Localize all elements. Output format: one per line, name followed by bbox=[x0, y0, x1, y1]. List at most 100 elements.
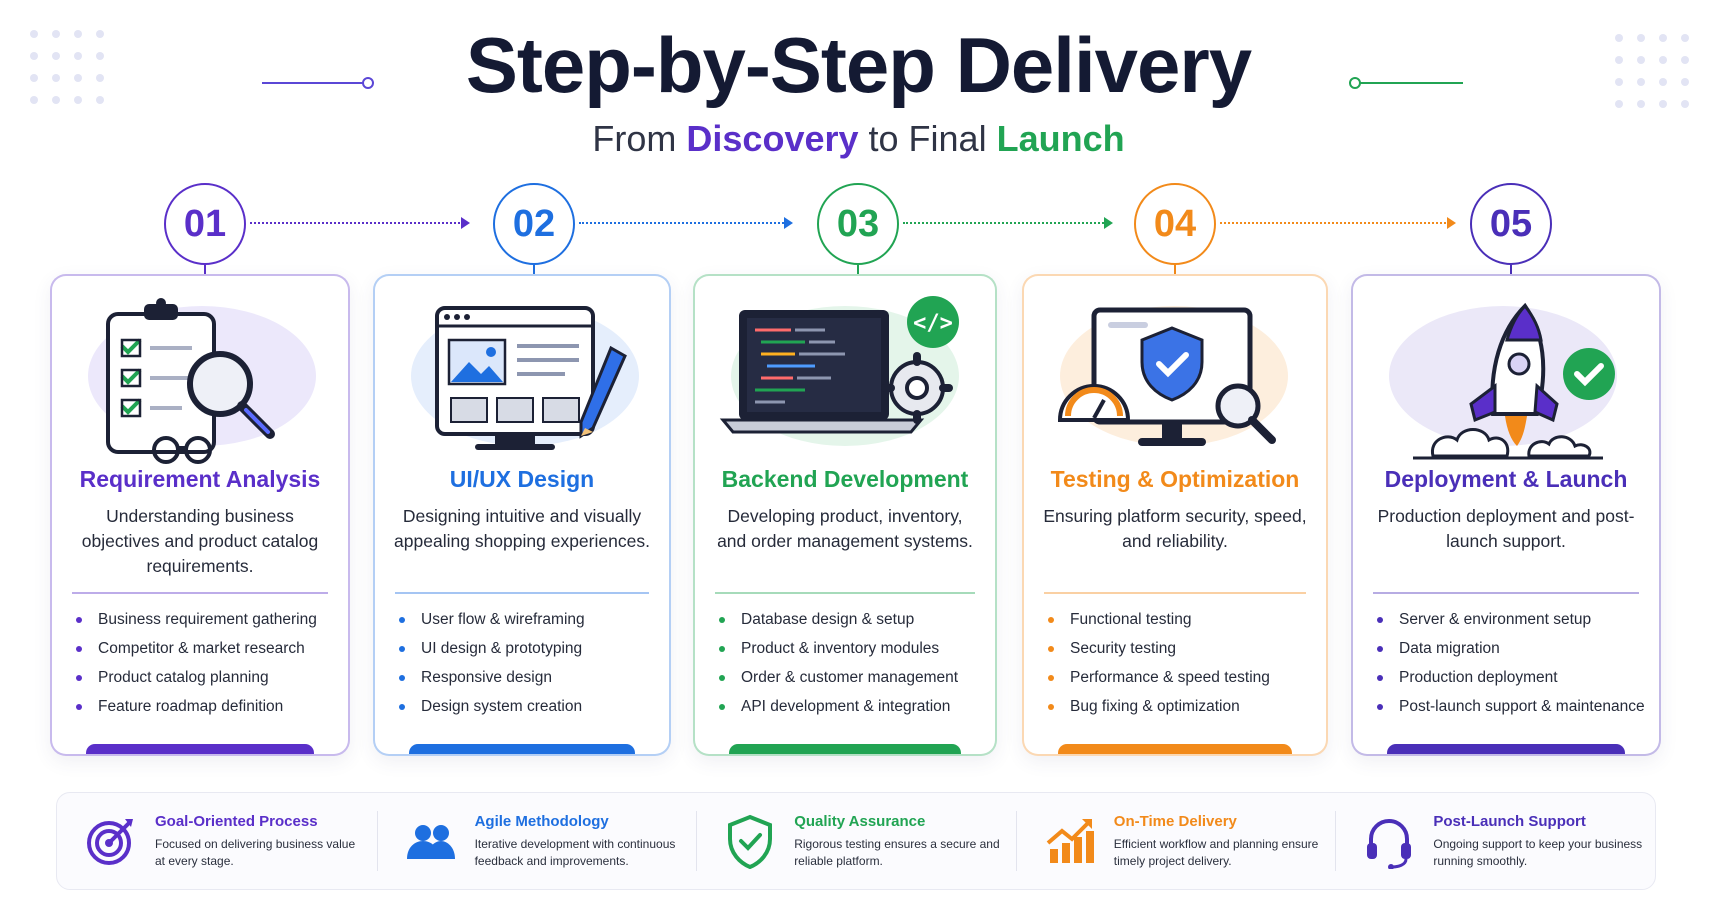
feature-description: Ongoing support to keep your business ru… bbox=[1433, 836, 1643, 868]
decorative-dots-left bbox=[30, 30, 104, 104]
step-card-testing-optimization: Testing & Optimization Ensuring platform… bbox=[1022, 274, 1328, 756]
svg-text:</>: </> bbox=[913, 311, 953, 336]
growth-chart-icon bbox=[1046, 819, 1094, 863]
step-stem bbox=[1174, 265, 1176, 277]
step-card-backend-development: </> Backend Development Developing produ… bbox=[693, 274, 997, 756]
list-item: Business requirement gathering bbox=[76, 610, 338, 630]
step-number-circle: 04 bbox=[1134, 183, 1216, 265]
feature-goal-oriented-process: Goal-Oriented Process Focused on deliver… bbox=[57, 793, 377, 889]
laptop-code-gear-icon: </> bbox=[719, 296, 959, 434]
step-task-list: Business requirement gathering Competito… bbox=[76, 610, 338, 726]
step-description: Understanding business objectives and pr… bbox=[81, 506, 319, 576]
list-item: Database design & setup bbox=[719, 610, 985, 630]
feature-title: Post-Launch Support bbox=[1433, 812, 1586, 830]
feature-agile-methodology: Agile Methodology Iterative development … bbox=[376, 793, 697, 889]
checklist-magnifier-icon bbox=[106, 298, 275, 464]
feature-highlights-strip: Goal-Oriented Process Focused on deliver… bbox=[56, 792, 1656, 890]
monitor-shield-icon bbox=[1057, 307, 1276, 446]
step-card-deployment-launch: Deployment & Launch Production deploymen… bbox=[1351, 274, 1661, 756]
subtitle-highlight-launch: Launch bbox=[996, 118, 1125, 159]
feature-description: Efficient workflow and planning ensure t… bbox=[1113, 836, 1319, 868]
step-number: 05 bbox=[1489, 202, 1533, 245]
list-item: Performance & speed testing bbox=[1048, 668, 1316, 688]
list-item: Production deployment bbox=[1377, 668, 1649, 688]
card-accent-bar bbox=[86, 744, 314, 754]
list-item: Bug fixing & optimization bbox=[1048, 697, 1316, 717]
list-item: Order & customer management bbox=[719, 668, 985, 688]
list-item: UI design & prototyping bbox=[399, 639, 659, 659]
card-accent-bar bbox=[409, 744, 635, 754]
step-number: 03 bbox=[836, 202, 880, 245]
card-divider bbox=[715, 592, 975, 594]
step-task-list: Functional testing Security testing Perf… bbox=[1048, 610, 1316, 726]
feature-title: On-Time Delivery bbox=[1113, 812, 1237, 830]
step-number: 04 bbox=[1153, 202, 1197, 245]
feature-description: Rigorous testing ensures a secure and re… bbox=[794, 836, 1000, 868]
feature-description: Iterative development with continuous fe… bbox=[474, 836, 676, 868]
feature-on-time-delivery: On-Time Delivery Efficient workflow and … bbox=[1015, 793, 1336, 889]
step-number: 01 bbox=[183, 202, 227, 245]
target-icon bbox=[87, 819, 133, 865]
list-item: Product & inventory modules bbox=[719, 639, 985, 659]
step-card-ui-ux-design: UI/UX Design Designing intuitive and vis… bbox=[373, 274, 671, 756]
headset-icon bbox=[1367, 819, 1412, 869]
feature-description: Focused on delivering business value at … bbox=[155, 836, 356, 868]
wireframe-pencil-icon bbox=[435, 306, 627, 450]
step-title: Testing & Optimization bbox=[1050, 466, 1300, 492]
card-accent-bar bbox=[729, 744, 961, 754]
step-title: Deployment & Launch bbox=[1384, 466, 1628, 492]
step-stem bbox=[204, 265, 206, 277]
subtitle-text-1: From bbox=[592, 118, 687, 159]
step-description: Designing intuitive and visually appeali… bbox=[394, 506, 650, 551]
step-number-circle: 01 bbox=[164, 183, 246, 265]
step-task-list: Server & environment setup Data migratio… bbox=[1377, 610, 1649, 726]
step-description: Developing product, inventory, and order… bbox=[717, 506, 973, 551]
step-stem bbox=[857, 265, 859, 277]
step-number-circle: 02 bbox=[493, 183, 575, 265]
step-description: Production deployment and post-launch su… bbox=[1377, 506, 1635, 551]
subtitle-text-2: to Final bbox=[858, 118, 997, 159]
page-subtitle: From Discovery to Final Launch bbox=[0, 118, 1717, 160]
step-number: 02 bbox=[512, 202, 556, 245]
step-card-requirement-analysis: Requirement Analysis Understanding busin… bbox=[50, 274, 350, 756]
subtitle-highlight-discovery: Discovery bbox=[686, 118, 859, 159]
list-item: Security testing bbox=[1048, 639, 1316, 659]
step-task-list: Database design & setup Product & invent… bbox=[719, 610, 985, 726]
step-number-circle: 03 bbox=[817, 183, 899, 265]
step-connector-arrow bbox=[1220, 217, 1456, 229]
step-number-circle: 05 bbox=[1470, 183, 1552, 265]
feature-title: Goal-Oriented Process bbox=[155, 812, 318, 830]
card-divider bbox=[72, 592, 328, 594]
list-item: Design system creation bbox=[399, 697, 659, 717]
title-accent-line-right bbox=[1349, 77, 1463, 89]
feature-title: Quality Assurance bbox=[794, 812, 926, 830]
step-connector-arrow bbox=[250, 217, 470, 229]
list-item: Functional testing bbox=[1048, 610, 1316, 630]
list-item: Product catalog planning bbox=[76, 668, 338, 688]
page-title: Step-by-Step Delivery bbox=[465, 21, 1252, 109]
step-stem bbox=[1510, 265, 1512, 277]
list-item: Post-launch support & maintenance bbox=[1377, 697, 1649, 717]
step-title: UI/UX Design bbox=[449, 466, 595, 492]
feature-quality-assurance: Quality Assurance Rigorous testing ensur… bbox=[696, 793, 1016, 889]
step-title: Backend Development bbox=[721, 466, 969, 492]
card-accent-bar bbox=[1058, 744, 1292, 754]
list-item: Competitor & market research bbox=[76, 639, 338, 659]
rocket-check-icon bbox=[1413, 302, 1615, 460]
card-divider bbox=[1373, 592, 1639, 594]
list-item: Feature roadmap definition bbox=[76, 697, 338, 717]
card-divider bbox=[395, 592, 649, 594]
feature-title: Agile Methodology bbox=[474, 812, 609, 830]
step-task-list: User flow & wireframing UI design & prot… bbox=[399, 610, 659, 726]
title-accent-line-left bbox=[262, 77, 374, 89]
list-item: User flow & wireframing bbox=[399, 610, 659, 630]
feature-post-launch-support: Post-Launch Support Ongoing support to k… bbox=[1335, 793, 1655, 889]
list-item: Server & environment setup bbox=[1377, 610, 1649, 630]
list-item: Responsive design bbox=[399, 668, 659, 688]
list-item: API development & integration bbox=[719, 697, 985, 717]
team-icon bbox=[406, 825, 455, 859]
step-connector-arrow bbox=[579, 217, 793, 229]
step-connector-arrow bbox=[903, 217, 1113, 229]
step-stem bbox=[533, 265, 535, 277]
shield-check-icon bbox=[728, 814, 773, 869]
